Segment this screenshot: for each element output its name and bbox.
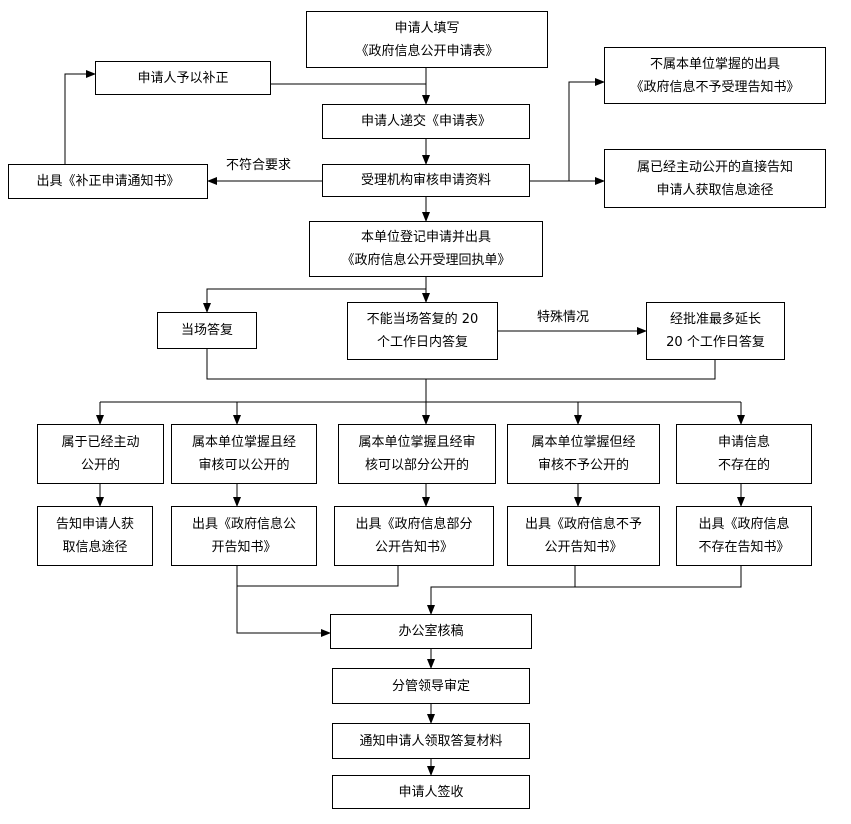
node-submit: 申请人递交《申请表》 [322, 104, 530, 139]
node-line: 告知申请人获 [55, 517, 134, 532]
node-line: 申请人填写 [394, 20, 460, 36]
edge-correction-to-supplement [64, 70, 96, 164]
node-line: 属本单位掌握且经审 [358, 435, 476, 450]
node-review: 受理机构审核申请资料 [322, 164, 530, 197]
node-not-held: 不属本单位掌握的出具 《政府信息不予受理告知书》 [604, 47, 826, 104]
node-line: 经批准最多延长 [669, 312, 761, 327]
node-line: 受理机构审核申请资料 [360, 173, 491, 188]
node-register: 本单位登记申请并出具 《政府信息公开受理回执单》 [309, 221, 543, 277]
node-line: 不存在的 [717, 458, 770, 473]
label-not-meet: 不符合要求 [226, 154, 292, 173]
node-res-denied: 出具《政府信息不予 公开告知书》 [507, 506, 660, 566]
node-res-full: 出具《政府信息公 开告知书》 [171, 506, 317, 566]
node-line: 公开的 [80, 458, 120, 473]
node-line: 公开告知书》 [544, 540, 623, 555]
node-line: 不属本单位掌握的出具 [649, 56, 780, 72]
node-cat-partial: 属本单位掌握且经审 核可以部分公开的 [338, 424, 496, 484]
node-line: 出具《政府信息 [698, 517, 790, 532]
node-line: 出具《补正申请通知书》 [36, 174, 180, 189]
node-line: 分管领导审定 [391, 678, 470, 694]
node-fill-form: 申请人填写 《政府信息公开申请表》 [306, 11, 548, 68]
label-special: 特殊情况 [537, 306, 590, 325]
node-line: 个工作日内答复 [376, 335, 468, 350]
node-notify: 通知申请人领取答复材料 [332, 723, 530, 759]
node-sign: 申请人签收 [332, 775, 530, 809]
edge-to-not-held [568, 78, 605, 181]
edge-register-split [203, 277, 427, 313]
node-line: 公开告知书》 [374, 540, 453, 555]
node-line: 取信息途径 [62, 540, 128, 555]
node-already-public: 属已经主动公开的直接告知 申请人获取信息途径 [604, 149, 826, 208]
node-line: 《政府信息公开申请表》 [355, 43, 499, 59]
node-line: 不存在告知书》 [698, 540, 790, 555]
node-line: 不能当场答复的 20 [366, 312, 479, 327]
node-onsite: 当场答复 [157, 312, 257, 349]
edge-res-right-to-office [427, 586, 575, 615]
node-supplement: 申请人予以补正 [95, 61, 271, 95]
node-line: 办公室核稿 [398, 624, 464, 639]
node-line: 审核不予公开的 [537, 458, 629, 473]
node-within-20: 不能当场答复的 20 个工作日内答复 [347, 302, 498, 360]
node-line: 申请人签收 [398, 784, 464, 800]
edge-res-left-to-office [236, 586, 331, 637]
node-line: 属于已经主动 [61, 435, 140, 450]
node-res-none: 出具《政府信息 不存在告知书》 [676, 506, 812, 566]
node-issue-correction: 出具《补正申请通知书》 [8, 164, 208, 199]
node-line: 申请人递交《申请表》 [360, 114, 491, 129]
node-leader: 分管领导审定 [332, 668, 530, 704]
node-line: 开告知书》 [211, 540, 277, 555]
node-line: 《政府信息公开受理回执单》 [341, 253, 511, 268]
node-office: 办公室核稿 [330, 614, 532, 649]
node-cat-public: 属于已经主动 公开的 [37, 424, 164, 484]
node-line: 当场答复 [180, 323, 233, 338]
edge-res-left-merge [236, 566, 399, 587]
node-line: 核可以部分公开的 [364, 458, 469, 473]
node-line: 《政府信息不予受理告知书》 [630, 79, 800, 95]
node-line: 出具《政府信息不予 [524, 517, 642, 532]
node-line: 通知申请人领取答复材料 [359, 733, 503, 749]
node-line: 出具《政府信息部分 [355, 517, 473, 532]
node-cat-full: 属本单位掌握且经 审核可以公开的 [171, 424, 317, 484]
node-line: 本单位登记申请并出具 [360, 230, 491, 245]
node-line: 申请人获取信息途径 [656, 182, 774, 198]
node-cat-none: 申请信息 不存在的 [676, 424, 812, 484]
node-res-partial: 出具《政府信息部分 公开告知书》 [334, 506, 494, 566]
edge-onsite-merge [206, 349, 716, 380]
node-line: 出具《政府信息公 [191, 517, 296, 532]
node-extend: 经批准最多延长 20 个工作日答复 [646, 302, 785, 360]
node-line: 属本单位掌握且经 [191, 435, 296, 450]
node-line: 审核可以公开的 [198, 458, 290, 473]
node-line: 20 个工作日答复 [666, 335, 765, 350]
node-line: 属本单位掌握但经 [531, 435, 636, 450]
edge-res-right-merge [574, 566, 742, 588]
node-line: 申请人予以补正 [137, 70, 229, 86]
node-line: 属已经主动公开的直接告知 [636, 159, 793, 175]
node-line: 申请信息 [717, 435, 770, 450]
node-res-public: 告知申请人获 取信息途径 [37, 506, 153, 566]
node-cat-denied: 属本单位掌握但经 审核不予公开的 [507, 424, 660, 484]
